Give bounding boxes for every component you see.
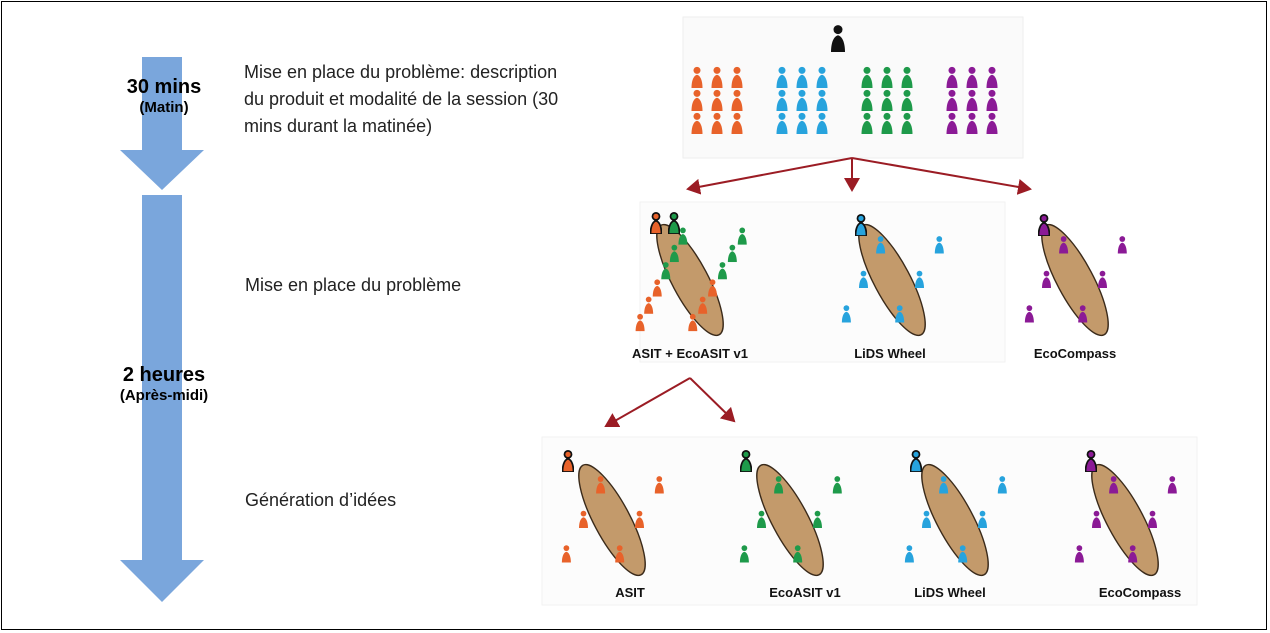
phase1-period: (Matin) (139, 99, 189, 116)
facilitator-icon (855, 214, 867, 236)
facilitator-icon (668, 212, 680, 234)
group-asit-ecoasit (635, 212, 747, 337)
connector-to-group1 (686, 157, 853, 195)
table-ellipse (921, 463, 989, 577)
group-ecocompass (1024, 214, 1127, 337)
group-ecocompass-l3 (1074, 450, 1177, 577)
group-lids-wheel-l3 (904, 450, 1007, 577)
connector-to-group3 (851, 157, 1032, 195)
participant-icon (1042, 270, 1051, 288)
caption-ecocompass-l3: EcoCompass (1098, 585, 1182, 600)
step1-description: Mise en place du problème: description d… (244, 59, 558, 140)
group-asit (561, 450, 664, 577)
step1-line1: Mise en place du problème: description (244, 62, 558, 82)
level3-tables (561, 450, 1177, 577)
group-lids-wheel (841, 214, 944, 337)
participant-icon (1024, 305, 1034, 323)
facilitator-icon (740, 450, 752, 472)
facilitator-icon (1038, 214, 1050, 236)
facilitator-icon (910, 450, 922, 472)
connector-split-asit (604, 377, 691, 427)
timeline-arrow-morning (120, 57, 204, 190)
caption-ecocompass: EcoCompass (1033, 346, 1117, 361)
participant-icon (1098, 270, 1107, 288)
caption-asit: ASIT (615, 585, 645, 600)
table-ellipse (756, 463, 824, 577)
level2-tables (635, 212, 1127, 337)
step2-description: Mise en place du problème (245, 275, 462, 295)
step3-description: Génération d’idées (245, 490, 397, 510)
group-ecoasit-v1 (739, 450, 842, 577)
facilitator-icon (562, 450, 574, 472)
connectors (604, 157, 1032, 427)
phase2-duration: 2 heures (122, 364, 206, 386)
connector-split-ecoasit (689, 377, 736, 423)
phase1-duration: 30 mins (126, 76, 202, 98)
step1-line3: mins durant la matinée) (244, 116, 433, 136)
table-ellipse (578, 463, 646, 577)
caption-ecoasit-v1: EcoASIT v1 (769, 585, 841, 600)
caption-asit-ecoasit: ASIT + EcoASIT v1 (632, 346, 748, 361)
facilitator-icon (650, 212, 662, 234)
step1-line2: du produit et modalité de la session (30 (244, 89, 559, 109)
phase1-label: 30 mins (Matin) (104, 76, 224, 116)
facilitator-icon (1085, 450, 1097, 472)
phase2-period: (Après-midi) (119, 387, 209, 404)
participant-icon (1117, 236, 1127, 254)
phase2-label: 2 heures (Après-midi) (94, 364, 234, 404)
timeline-arrow-afternoon (120, 195, 204, 602)
caption-lids-wheel-l3: LiDS Wheel (914, 585, 986, 600)
caption-lids-wheel: LiDS Wheel (854, 346, 926, 361)
